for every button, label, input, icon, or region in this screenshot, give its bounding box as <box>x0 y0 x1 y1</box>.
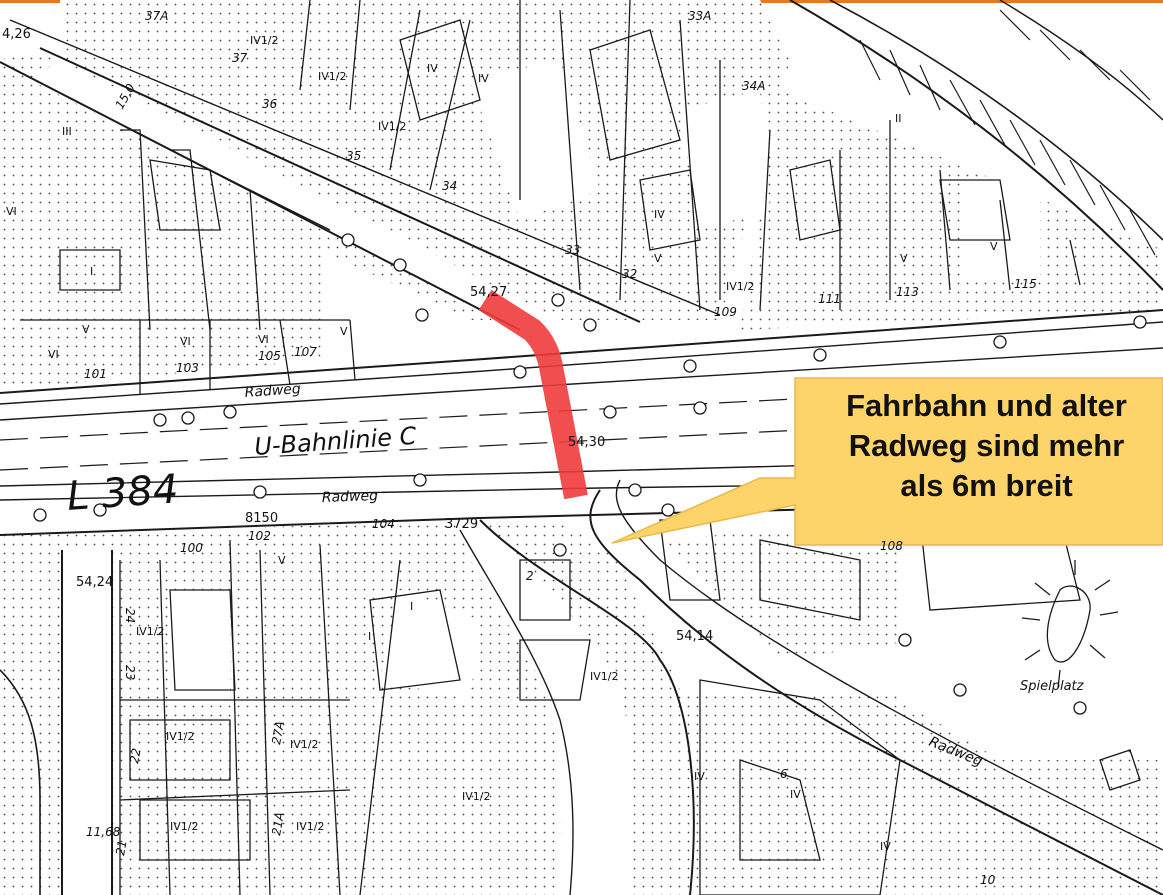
storey-label: IV <box>790 788 801 801</box>
house-number: 36 <box>262 97 278 111</box>
white-areas <box>170 60 1163 760</box>
parcel-lines <box>20 0 1081 895</box>
house-number: 27A <box>269 720 287 746</box>
storey-label: III <box>62 125 72 138</box>
storey-label: VI <box>258 333 269 346</box>
bike-path-bottom-label: Radweg <box>322 488 379 506</box>
storey-label: IV1/2 <box>726 280 754 293</box>
house-number: 33A <box>688 9 711 23</box>
house-number: 104 <box>372 517 395 531</box>
house-number: 24 <box>123 608 137 623</box>
storey-label: V <box>340 325 348 338</box>
house-number: 115 <box>1014 277 1037 291</box>
storey-label: IV <box>478 72 489 85</box>
house-number: 102 <box>248 529 271 543</box>
house-number-labels: 37A 37 36 35 34 33A 34A 33 32 109 111 11… <box>84 9 1037 887</box>
parcel-8150: 8150 <box>245 511 278 526</box>
house-number: 101 <box>84 367 107 381</box>
storey-label: I <box>90 265 93 278</box>
house-number: 34 <box>442 179 457 193</box>
storey-label: IV1/2 <box>290 738 318 751</box>
house-number: 100 <box>180 541 203 555</box>
house-number: 35 <box>346 149 361 163</box>
callout-line-1: Fahrbahn und alter <box>846 388 1127 423</box>
callout-line-3: als 6m breit <box>900 468 1073 503</box>
crossing-highlight <box>478 289 588 500</box>
storey-label: II <box>895 112 902 125</box>
elevation-left: 54,24 <box>76 575 113 590</box>
elevation-highlight-mid: 54,30 <box>568 435 605 450</box>
house-number: 21A <box>269 811 287 837</box>
street-symbols <box>33 233 1147 715</box>
storey-label: IV <box>880 840 891 853</box>
house-number: 109 <box>714 305 737 319</box>
dimension-11: 11,68 <box>86 825 121 839</box>
storey-label: V <box>990 240 998 253</box>
storey-label: V <box>900 252 908 265</box>
storey-label: V <box>82 323 90 336</box>
storey-label: IV <box>654 208 665 221</box>
house-number: 37A <box>145 9 168 23</box>
house-number: 6 <box>780 767 788 781</box>
playground-label: Spielplatz <box>1020 679 1085 694</box>
house-number: 113 <box>896 285 919 299</box>
storey-label: IV1/2 <box>166 730 194 743</box>
storey-label: IV1/2 <box>170 820 198 833</box>
storey-label: VI <box>180 335 191 348</box>
house-number: 103 <box>176 361 199 375</box>
elevation-highlight-top: 54,27 <box>470 285 507 300</box>
storey-label: I <box>368 630 371 643</box>
upper-diagonal-street <box>0 19 721 331</box>
bike-path-top-label: Radweg <box>244 381 301 401</box>
callout-text: Fahrbahn und alter Radweg sind mehr als … <box>790 378 1163 545</box>
storey-labels: IV1/2 IV1/2 IV IV IV1/2 III VI I V VI VI… <box>6 34 998 853</box>
house-number: 33 <box>565 243 580 257</box>
house-number: 105 <box>258 349 281 363</box>
callout-bubble <box>611 377 1163 546</box>
storey-label: V <box>654 252 662 265</box>
left-vertical-street <box>0 550 113 895</box>
house-number: 10 <box>980 873 996 887</box>
storey-label: IV1/2 <box>250 34 278 47</box>
storey-label: IV1/2 <box>590 670 618 683</box>
storey-label: IV1/2 <box>378 120 406 133</box>
storey-label: V <box>278 554 286 567</box>
elevation-junction: 54,14 <box>676 629 713 644</box>
house-number: 34A <box>742 79 765 93</box>
storey-label: IV <box>694 770 705 783</box>
road-number-label: L 384 <box>65 466 179 520</box>
house-number: 111 <box>818 292 841 306</box>
storey-label: IV1/2 <box>462 790 490 803</box>
house-number: 22 <box>127 747 143 764</box>
storey-label: IV1/2 <box>136 625 164 638</box>
callout-line-2: Radweg sind mehr <box>848 428 1125 463</box>
house-number: 37 <box>232 51 248 65</box>
parcel-3729: 3729 <box>445 517 478 532</box>
storey-label: IV <box>427 62 438 75</box>
house-number: 32 <box>622 267 637 281</box>
house-number: 108 <box>880 539 903 553</box>
storey-label: VI <box>6 205 17 218</box>
storey-label: IV1/2 <box>296 820 324 833</box>
house-number: 21 <box>113 839 129 856</box>
garage-row <box>859 9 1156 256</box>
storey-label: IV1/2 <box>318 70 346 83</box>
storey-label: VI <box>48 348 59 361</box>
playground-figure <box>1021 560 1141 791</box>
house-number: 107 <box>294 345 317 359</box>
elevation-top-left: 4,26 <box>2 27 31 42</box>
storey-label: I <box>410 600 413 613</box>
house-number: 23 <box>123 665 137 680</box>
house-number: 2 <box>526 569 534 583</box>
